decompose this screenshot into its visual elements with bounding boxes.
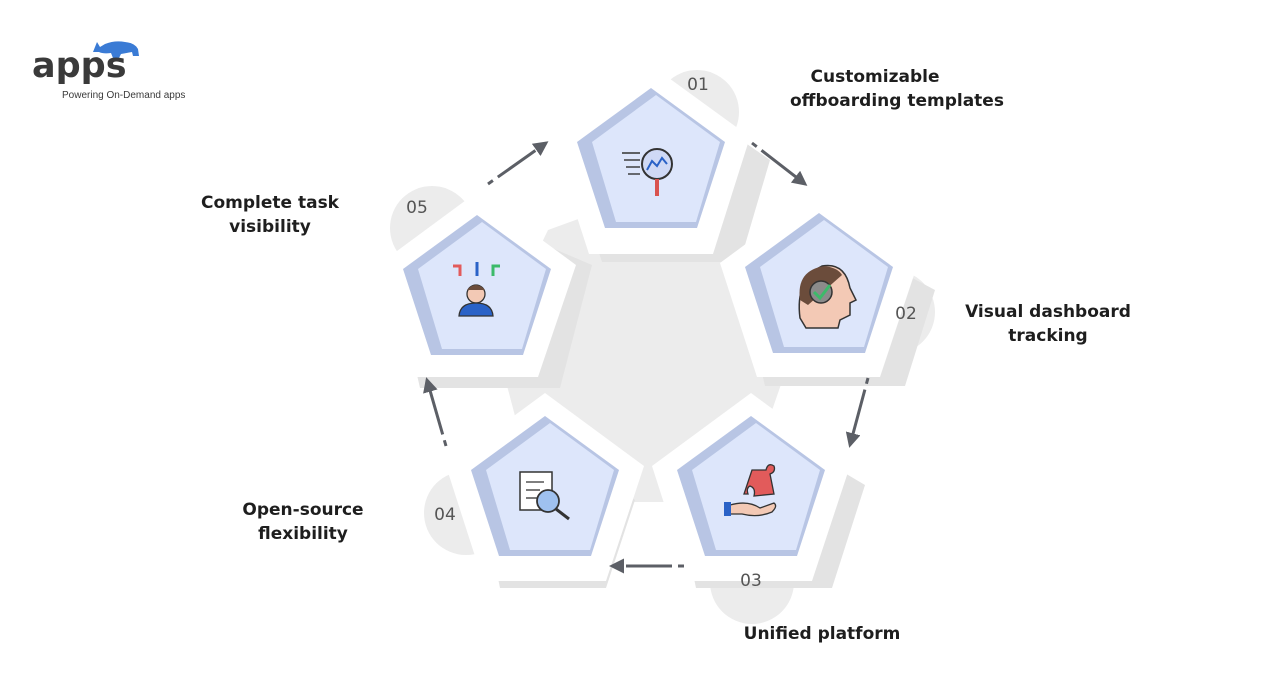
step-01-label: Customizable offboarding templates (790, 65, 1004, 113)
step-01-label-line-1: Customizable (810, 67, 940, 87)
step-05-label-line-2: visibility (229, 217, 311, 237)
tile-face (418, 222, 546, 349)
flow-arrows (423, 141, 870, 574)
step-number: 04 (434, 505, 456, 525)
step-02-label: Visual dashboard tracking (963, 300, 1133, 348)
step-04-label-line-2: flexibility (258, 524, 348, 544)
head-gear-icon (798, 264, 858, 329)
step-number: 02 (895, 304, 917, 324)
step-03-label: Unified platform (737, 622, 907, 646)
rhino-icon (93, 41, 139, 58)
step-04-label-line-1: Open-source (242, 500, 364, 520)
arrow-01-to-02 (751, 141, 808, 186)
step-01-label-line-2: offboarding templates (790, 91, 1004, 111)
step-03: 03 (652, 393, 865, 624)
step-04: 04 (424, 393, 644, 588)
brand-name: apps (32, 46, 127, 86)
arrow-04-to-05 (423, 377, 448, 447)
document-search-icon (519, 471, 570, 521)
step-number: 01 (687, 75, 709, 95)
step-02-label-line-1: Visual dashboard (965, 302, 1131, 322)
magnifier-chart-icon (622, 148, 673, 196)
step-05-label-line-1: Complete task (201, 193, 339, 213)
step-number: 05 (406, 198, 428, 218)
hand-puzzle-icon (724, 464, 777, 517)
step-01: 01 (551, 65, 770, 262)
step-02-label-line-2: tracking (1008, 326, 1088, 346)
person-direction-arrows-icon (453, 262, 500, 317)
brand-logo: apps Powering On-Demand apps (32, 38, 202, 108)
arrow-02-to-03 (845, 377, 870, 448)
step-04-label: Open-source flexibility (233, 498, 373, 546)
arrow-05-to-01 (487, 141, 549, 186)
brand-tagline: Powering On-Demand apps (62, 90, 186, 101)
step-02: 02 (720, 190, 935, 386)
step-05-label: Complete task visibility (195, 191, 345, 239)
step-03-label-line-1: Unified platform (743, 624, 901, 644)
step-05: 05 (378, 186, 592, 388)
step-number: 03 (740, 571, 762, 591)
